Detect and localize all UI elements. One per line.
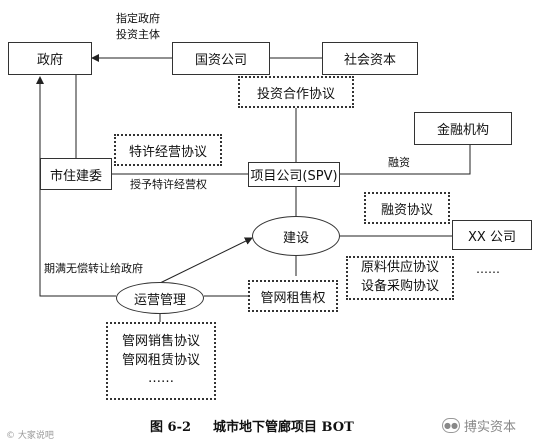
franchise-agreement-box: 特许经营协议 bbox=[114, 134, 222, 166]
figure-title: 城市地下管廊项目 BOT bbox=[213, 420, 354, 435]
financial-institution-box: 金融机构 bbox=[414, 112, 512, 145]
lease-right-label: 管网租售权 bbox=[260, 290, 326, 306]
financing-agreement-label: 融资协议 bbox=[380, 202, 433, 218]
xx-company-box: XX 公司 bbox=[452, 220, 532, 250]
sales-ellipsis: …… bbox=[148, 371, 174, 387]
operation-label: 运营管理 bbox=[133, 292, 186, 308]
state-company-box: 国资公司 bbox=[172, 42, 270, 75]
investment-agreement-box: 投资合作协议 bbox=[238, 76, 354, 108]
equipment-agreement-label: 设备采购协议 bbox=[360, 279, 439, 294]
transfer-on-expiry-label: 期满无偿转让给政府 bbox=[44, 262, 143, 275]
housing-commission-box: 市住建委 bbox=[40, 158, 112, 190]
grant-franchise-label: 授予特许经营权 bbox=[130, 178, 207, 191]
financial-institution-label: 金融机构 bbox=[436, 123, 489, 138]
line-project-to-finance bbox=[340, 145, 471, 175]
state-company-label: 国资公司 bbox=[194, 53, 247, 68]
project-company-box: 项目公司(SPV) bbox=[248, 162, 340, 187]
franchise-agreement-label: 特许经营协议 bbox=[128, 144, 207, 160]
ellipsis-right: …… bbox=[476, 262, 500, 276]
government-label: 政府 bbox=[36, 53, 63, 68]
financing-label: 融资 bbox=[388, 156, 410, 169]
xx-company-label: XX 公司 bbox=[468, 229, 516, 245]
watermark-right-label: 搏实资本 bbox=[464, 420, 517, 435]
project-company-label: 项目公司(SPV) bbox=[250, 169, 338, 184]
wechat-icon: ●● bbox=[442, 418, 460, 433]
construction-label: 建设 bbox=[282, 230, 309, 246]
supply-agreements-box: 原料供应协议 设备采购协议 bbox=[346, 256, 454, 300]
line-operation-to-government bbox=[36, 76, 116, 297]
supply-agreement-label: 原料供应协议 bbox=[360, 260, 439, 276]
construction-ellipse: 建设 bbox=[252, 216, 340, 256]
figure-number: 图 6-2 bbox=[150, 420, 192, 435]
social-capital-box: 社会资本 bbox=[322, 42, 418, 75]
line-operation-to-construction bbox=[157, 237, 253, 285]
lease-right-box: 管网租售权 bbox=[248, 280, 338, 312]
watermark-right: ●● 搏实资本 bbox=[442, 416, 516, 435]
sales-agreements-box: 管网销售协议 管网租赁协议 …… bbox=[106, 322, 216, 400]
social-capital-label: 社会资本 bbox=[343, 53, 396, 68]
financing-agreement-box: 融资协议 bbox=[364, 192, 450, 224]
designate-investor-label: 指定政府 投资主体 bbox=[116, 12, 160, 42]
sales-agreement-label: 管网销售协议 bbox=[121, 333, 200, 349]
operation-ellipse: 运营管理 bbox=[116, 282, 204, 314]
housing-commission-label: 市住建委 bbox=[49, 168, 102, 184]
figure-caption: 图 6-2 城市地下管廊项目 BOT bbox=[150, 416, 354, 435]
lease-agreement-label: 管网租赁协议 bbox=[121, 352, 200, 368]
government-box: 政府 bbox=[8, 42, 92, 75]
investment-agreement-label: 投资合作协议 bbox=[256, 86, 335, 102]
watermark-left: © 大家说吧 bbox=[6, 431, 54, 441]
